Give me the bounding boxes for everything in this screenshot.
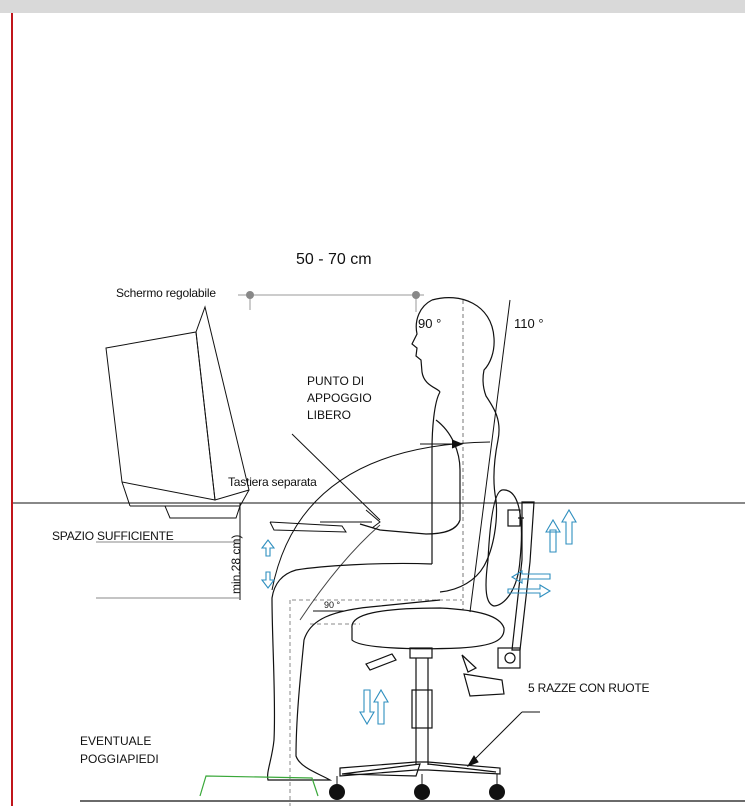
separate-keyboard-label: Tastiera separata bbox=[228, 475, 317, 489]
backrest-height-arrows bbox=[545, 508, 577, 553]
distance-label: 50 - 70 cm bbox=[296, 251, 372, 268]
seat-angle-label: 90 ° bbox=[324, 600, 341, 610]
office-chair bbox=[339, 489, 535, 777]
keyboard bbox=[269, 521, 372, 533]
backrest-depth-arrows bbox=[507, 570, 552, 598]
footrest bbox=[199, 775, 319, 797]
seat-height-arrows bbox=[359, 688, 389, 726]
left-margin-line bbox=[11, 13, 13, 806]
footrest-label: EVENTUALE POGGIAPIEDI bbox=[80, 734, 159, 766]
backrest-angle-line bbox=[469, 299, 511, 613]
monitor bbox=[105, 305, 250, 519]
enough-space-label: SPAZIO SUFFICIENTE bbox=[52, 529, 174, 543]
seated-person bbox=[267, 297, 500, 781]
adjustable-screen-label: Schermo regolabile bbox=[116, 286, 216, 300]
free-support-label: PUNTO DI APPOGGIO LIBERO bbox=[307, 374, 372, 422]
min-height-label: min.28 cm) bbox=[229, 534, 243, 594]
five-spokes-label: 5 RAZZE CON RUOTE bbox=[528, 681, 650, 695]
head-angle-label: 90 ° bbox=[418, 316, 442, 331]
backrest-angle-label: 110 ° bbox=[514, 316, 544, 331]
top-bar bbox=[0, 0, 745, 13]
height-arrow-left bbox=[260, 539, 276, 589]
